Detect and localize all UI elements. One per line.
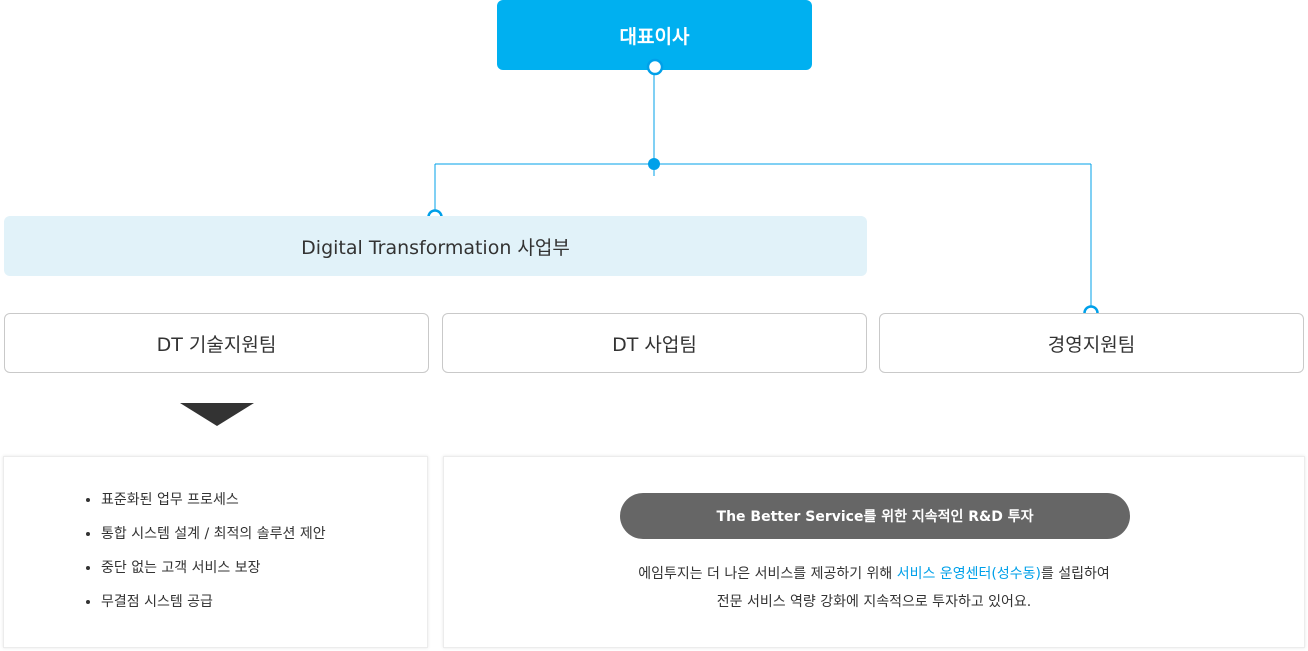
team-label: DT 사업팀 [612, 333, 697, 356]
ceo-box: 대표이사 [497, 0, 812, 70]
ceo-label: 대표이사 [619, 25, 690, 48]
team-label: 경영지원팀 [1047, 333, 1136, 356]
feature-item: 중단 없는 고객 서비스 보장 [86, 559, 326, 577]
hub-junction-dot [648, 158, 660, 170]
division-label: Digital Transformation 사업부 [301, 236, 570, 259]
team-box-dt-business: DT 사업팀 [442, 313, 867, 373]
team-box-management-support: 경영지원팀 [879, 313, 1304, 373]
rnd-description-line-1: 에임투지는 더 나은 서비스를 제공하기 위해 서비스 운영센터(성수동)를 설… [444, 560, 1304, 588]
down-arrow-icon [180, 403, 254, 426]
ceo-connector-node [646, 58, 664, 76]
team-box-dt-tech-support: DT 기술지원팀 [4, 313, 429, 373]
feature-panel: 표준화된 업무 프로세스 통합 시스템 설계 / 최적의 솔루션 제안 중단 없… [3, 456, 428, 648]
rnd-line1-suffix: 를 설립하여 [1040, 566, 1110, 582]
rnd-description-line-2: 전문 서비스 역량 강화에 지속적으로 투자하고 있어요. [716, 594, 1032, 610]
feature-item: 통합 시스템 설계 / 최적의 솔루션 제안 [86, 525, 326, 543]
feature-item: 무결점 시스템 공급 [86, 593, 326, 611]
feature-list: 표준화된 업무 프로세스 통합 시스템 설계 / 최적의 솔루션 제안 중단 없… [86, 491, 326, 627]
division-box: Digital Transformation 사업부 [4, 216, 867, 276]
rnd-pill-heading: The Better Service를 위한 지속적인 R&D 투자 [620, 493, 1130, 539]
rnd-description: 에임투지는 더 나은 서비스를 제공하기 위해 서비스 운영센터(성수동)를 설… [444, 560, 1304, 616]
rnd-line1-prefix: 에임투지는 더 나은 서비스를 제공하기 위해 [638, 566, 897, 582]
feature-item: 표준화된 업무 프로세스 [86, 491, 326, 509]
team-label: DT 기술지원팀 [156, 333, 277, 356]
rnd-panel: The Better Service를 위한 지속적인 R&D 투자 에임투지는… [443, 456, 1305, 648]
rnd-pill-label: The Better Service를 위한 지속적인 R&D 투자 [716, 509, 1034, 525]
rnd-highlight-text: 서비스 운영센터(성수동) [896, 566, 1041, 582]
